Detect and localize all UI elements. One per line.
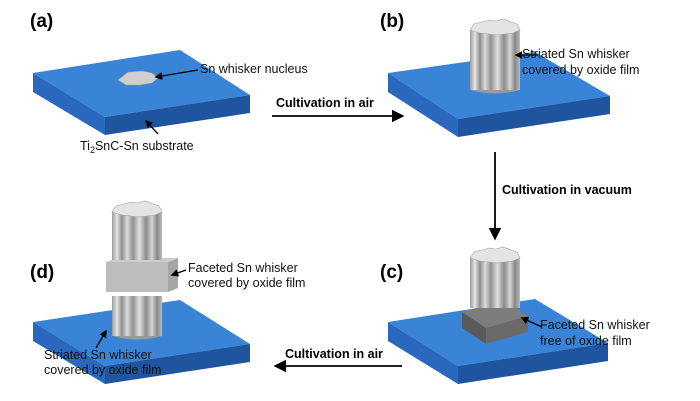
transition-b-to-c: Cultivation in vacuum bbox=[502, 183, 632, 197]
nucleus-pointer bbox=[154, 69, 199, 80]
striated-whisker-b bbox=[469, 18, 521, 94]
faceted-whisker-c bbox=[462, 246, 528, 344]
striated-upper-segment bbox=[112, 212, 162, 260]
panel-a-label: (a) bbox=[30, 11, 53, 32]
faceted-oxide-block bbox=[106, 262, 168, 292]
transition-c-to-d: Cultivation in air bbox=[285, 347, 383, 361]
nucleus-label: Sn whisker nucleus bbox=[200, 62, 308, 76]
whisker-d-top-pointer bbox=[170, 269, 187, 277]
whisker-c-pointer bbox=[520, 317, 543, 328]
panel-b-label: (b) bbox=[380, 11, 404, 32]
striated-lower-segment bbox=[112, 296, 162, 336]
substrate-pointer bbox=[144, 119, 159, 135]
whisker-d bbox=[106, 200, 178, 340]
panel-a: (a) Sn whisker nucleus Ti2SnC-Sn substra… bbox=[30, 11, 308, 155]
transition-a-to-b: Cultivation in air bbox=[276, 96, 374, 110]
whisker-d-bottom-pointer bbox=[95, 329, 107, 349]
panel-c-label: (c) bbox=[380, 262, 403, 283]
substrate-c bbox=[388, 299, 608, 384]
substrate-label: Ti2SnC-Sn substrate bbox=[80, 139, 194, 155]
panel-d-label: (d) bbox=[30, 262, 54, 283]
